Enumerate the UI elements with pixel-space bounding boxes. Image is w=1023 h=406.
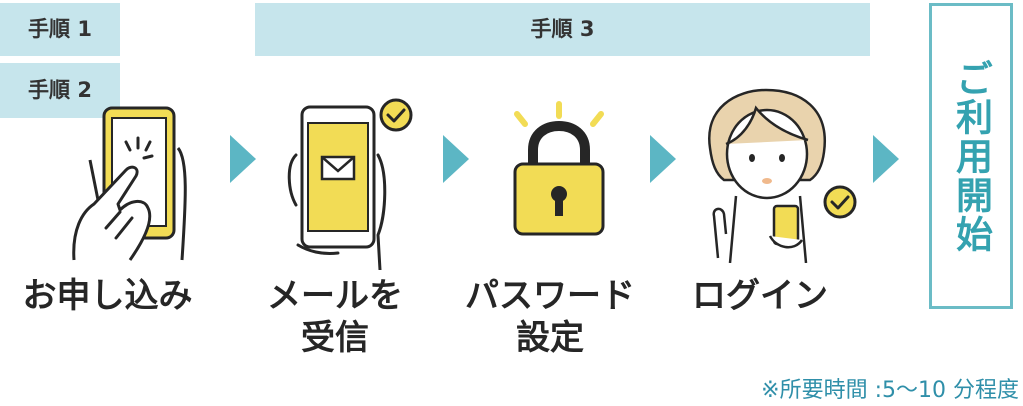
flow-arrow-1 [230, 135, 256, 183]
step-label-password-line1: パスワード [465, 276, 635, 316]
phone-mail-check-icon [287, 98, 413, 270]
step-label-apply-text: お申し込み [22, 276, 193, 316]
flow-arrow-4 [873, 135, 899, 183]
step-label-apply: お申し込み [0, 275, 215, 317]
padlock-icon [513, 101, 605, 236]
step-label-receive-mail-line2: 受信 [301, 318, 369, 358]
step-1-tab: 手順 1 [0, 3, 120, 56]
step-2-tab: 手順 2 [0, 63, 120, 118]
start-using-box: ご利用開始 [929, 3, 1013, 309]
step-label-login: ログイン [670, 275, 850, 317]
flow-arrow-3 [650, 135, 676, 183]
step-label-login-text: ログイン [692, 276, 828, 316]
step-3-tab: 手順 3 [255, 3, 870, 56]
duration-note: ※所要時間 :5〜10 分程度 [761, 378, 1019, 403]
step-label-receive-mail: メールを 受信 [240, 275, 430, 359]
step-label-receive-mail-line1: メールを [267, 276, 403, 316]
step-label-password-line2: 設定 [516, 318, 584, 358]
flow-arrow-2 [443, 135, 469, 183]
woman-phone-check-icon [708, 88, 857, 263]
step-label-password: パスワード 設定 [445, 275, 655, 359]
hand-tap-phone-icon [72, 106, 187, 261]
